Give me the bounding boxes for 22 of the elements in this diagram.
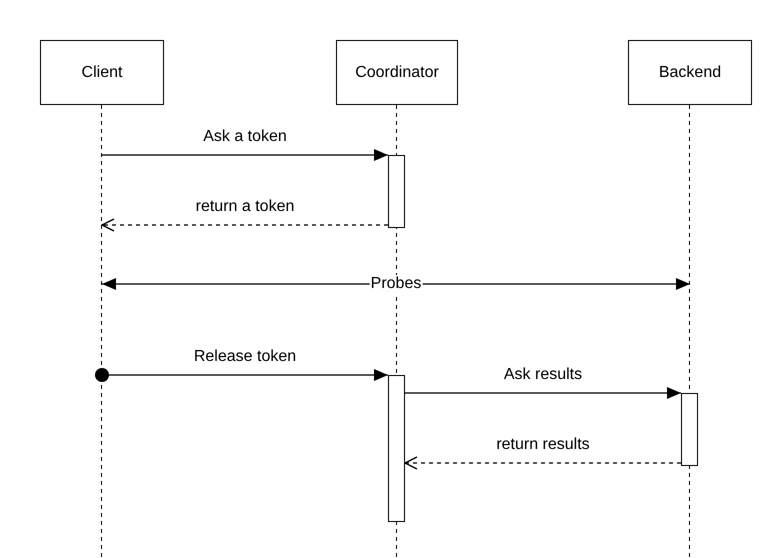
message-arrow [102, 149, 388, 161]
message-arrow [405, 387, 681, 399]
message-label: Ask results [504, 366, 582, 384]
participant-name: Client [82, 64, 122, 82]
participant-box [40, 40, 164, 105]
activation-bar [388, 155, 405, 228]
participant-name: Backend [658, 64, 722, 82]
message-label: Probes [370, 275, 422, 293]
message-label: return a token [196, 198, 294, 216]
message-arrow [404, 456, 681, 470]
message-label: Release token [194, 348, 296, 366]
participant-box [628, 40, 752, 105]
message-label: Ask a token [203, 128, 287, 146]
message-arrow [101, 218, 388, 232]
participant-box [336, 40, 458, 105]
lifeline [101, 105, 103, 558]
participant-name: Coordinator [355, 64, 439, 82]
activation-bar [681, 393, 698, 466]
message-arrow [95, 368, 388, 382]
message-arrow [102, 278, 690, 290]
message-label: return results [496, 436, 590, 454]
activation-bar [388, 375, 405, 522]
